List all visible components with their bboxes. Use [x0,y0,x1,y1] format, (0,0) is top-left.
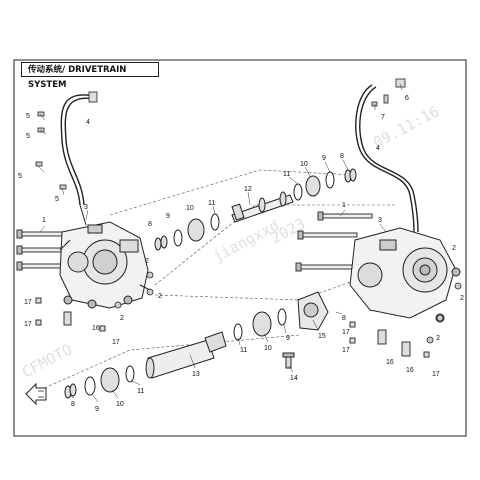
callout-9d: 9 [95,406,99,413]
callout-11c: 11 [240,347,247,354]
callout-4a: 4 [86,119,90,126]
rear-differential [349,227,461,323]
callout-11b: 11 [283,171,290,178]
callout-8c: 8 [342,315,346,322]
callout-15: 15 [318,333,326,340]
callout-9a: 9 [166,213,170,220]
callout-3b: 3 [378,217,382,224]
page-title: 传动系统/ DRIVETRAIN SYSTEM [21,62,159,90]
front-direction-arrow [25,382,47,406]
diagram-border [13,59,467,437]
callout-8d: 8 [71,401,75,408]
callout-8a: 8 [148,221,152,228]
callout-5a: 5 [26,113,30,120]
callout-2b: 2 [158,293,162,300]
callout-labels: 4 5 5 5 6 7 4 5 3 3 1 1 12 11 11 10 10 9… [18,95,464,413]
callout-2f: 2 [436,335,440,342]
callout-6: 6 [405,95,409,102]
output-flange-15 [282,291,329,369]
upper-right-seals [293,168,357,201]
lower-right-seals [233,308,287,341]
lower-drive-shaft-13 [145,331,227,379]
callout-2d: 2 [452,245,456,252]
callout-5b: 5 [26,133,30,140]
front-differential [59,221,151,309]
nuts [114,271,462,344]
lower-left-seals [64,365,135,399]
callout-2c: 2 [120,315,124,322]
callout-17d: 17 [342,329,350,336]
callout-4b: 4 [376,145,380,152]
callout-17c: 17 [112,339,120,346]
upper-left-seals [154,213,220,251]
right-hose-fitting [395,78,406,88]
callout-13: 13 [192,371,200,378]
callout-17b: 17 [24,321,32,328]
leader-lines [37,83,403,403]
callout-10b: 10 [300,161,308,168]
callout-17a: 17 [24,299,32,306]
callout-2a: 2 [145,258,149,265]
callout-12: 12 [244,186,252,193]
upper-drive-shaft-12 [231,191,294,223]
mount-brackets [35,297,430,358]
callout-7: 7 [381,114,385,121]
callout-10c: 10 [264,345,272,352]
left-hose-fitting [88,91,98,103]
callout-2e: 2 [460,295,464,302]
callout-8b: 8 [340,153,344,160]
callout-1a: 1 [42,217,46,224]
hose-bolts [35,94,389,190]
callout-14: 14 [290,375,298,382]
callout-5d: 5 [55,196,59,203]
callout-9b: 9 [322,155,326,162]
callout-9c: 9 [286,335,290,342]
callout-1b: 1 [342,202,346,209]
callout-11a: 11 [208,200,215,207]
left-hose [60,94,98,226]
callout-10a: 10 [186,205,194,212]
callout-17e: 17 [342,347,350,354]
right-hose [355,84,419,233]
callout-11d: 11 [137,388,144,395]
callout-16c: 16 [406,367,414,374]
callout-17f: 17 [432,371,440,378]
callout-3a: 3 [84,204,88,211]
callout-16a: 16 [92,325,100,332]
callout-10d: 10 [116,401,124,408]
callout-5c: 5 [18,173,22,180]
callout-16b: 16 [386,359,394,366]
